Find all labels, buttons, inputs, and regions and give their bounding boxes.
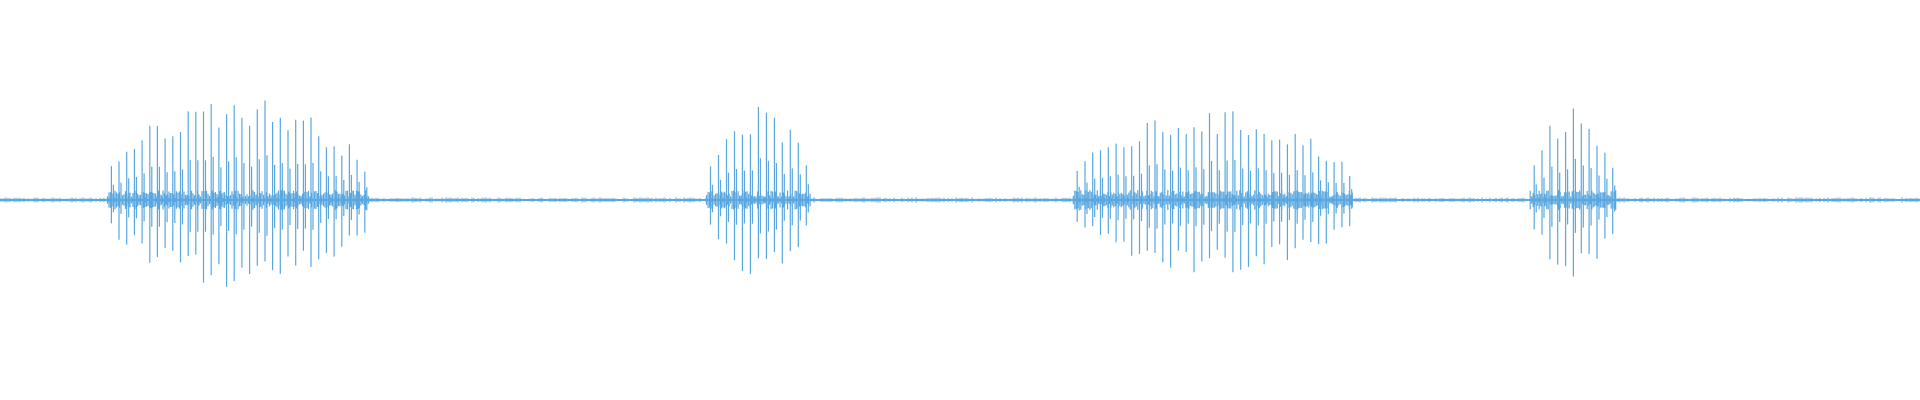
waveform-burst-3 <box>1072 111 1353 273</box>
waveform-burst-4 <box>1529 108 1617 277</box>
waveform-burst-1 <box>106 100 370 287</box>
waveform-burst-2 <box>706 107 811 274</box>
waveform-samples <box>0 100 1919 287</box>
